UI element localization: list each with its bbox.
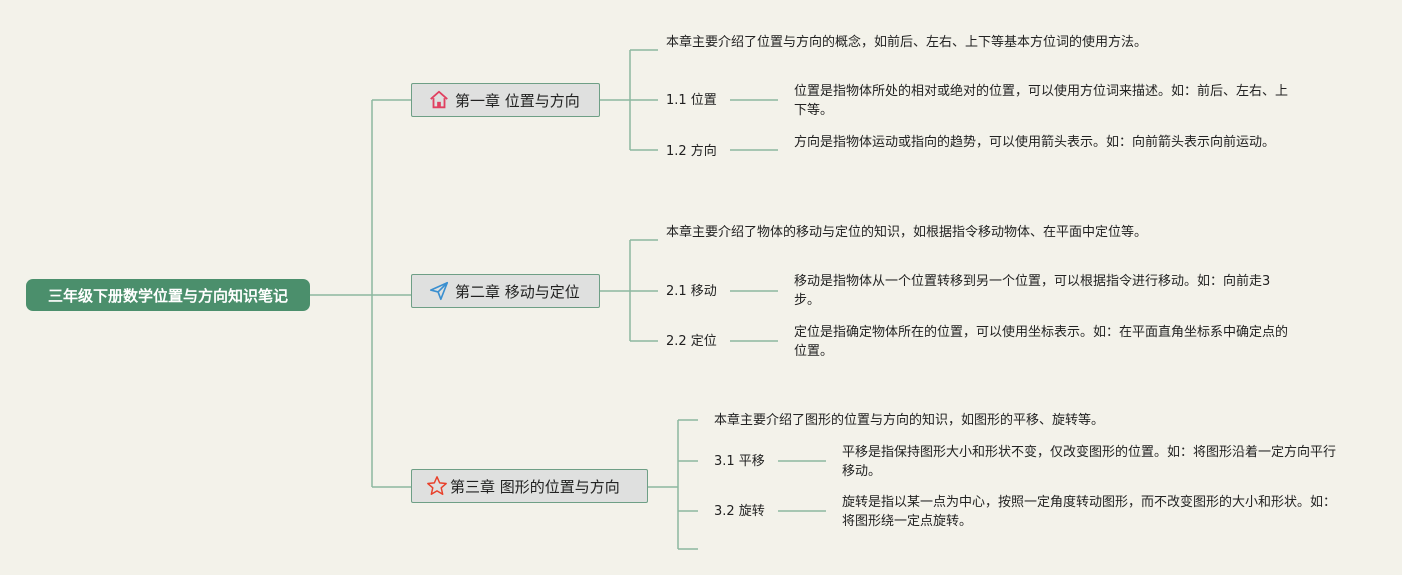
star-icon <box>426 475 448 497</box>
section-1-1-label[interactable]: 1.1 位置 <box>666 93 717 108</box>
chapter-2-title: 第二章 移动与定位 <box>455 282 580 301</box>
section-1-2-detail: 方向是指物体运动或指向的趋势，可以使用箭头表示。如：向前箭头表示向前运动。 <box>794 135 1276 150</box>
section-3-2-label[interactable]: 3.2 旋转 <box>714 504 765 519</box>
section-3-1-label[interactable]: 3.1 平移 <box>714 454 765 469</box>
section-3-1-detail: 平移是指保持图形大小和形状不变，仅改变图形的位置。如：将图形沿着一定方向平行移动… <box>842 445 1337 479</box>
chapter-3-node[interactable]: 第三章 图形的位置与方向 <box>411 469 648 503</box>
section-2-2-detail: 定位是指确定物体所在的位置，可以使用坐标表示。如：在平面直角坐标系中确定点的位置… <box>794 325 1289 359</box>
chapter-1-node[interactable]: 第一章 位置与方向 <box>411 83 600 117</box>
chapter-2-node[interactable]: 第二章 移动与定位 <box>411 274 600 308</box>
chapter-3-intro: 本章主要介绍了图形的位置与方向的知识，如图形的平移、旋转等。 <box>714 413 1105 428</box>
section-1-2-label[interactable]: 1.2 方向 <box>666 144 717 159</box>
section-1-1-detail: 位置是指物体所处的相对或绝对的位置，可以使用方位词来描述。如：前后、左右、上下等… <box>794 84 1289 118</box>
mindmap-root[interactable]: 三年级下册数学位置与方向知识笔记 <box>26 279 310 311</box>
section-3-2-detail: 旋转是指以某一点为中心，按照一定角度转动图形，而不改变图形的大小和形状。如：将图… <box>842 495 1337 529</box>
chapter-1-title: 第一章 位置与方向 <box>455 91 580 110</box>
chapter-3-title: 第三章 图形的位置与方向 <box>450 477 620 496</box>
section-2-1-detail: 移动是指物体从一个位置转移到另一个位置，可以根据指令进行移动。如：向前走3步。 <box>794 274 1271 308</box>
chapter-2-intro: 本章主要介绍了物体的移动与定位的知识，如根据指令移动物体、在平面中定位等。 <box>666 225 1148 240</box>
paper-plane-icon <box>428 280 450 302</box>
section-2-1-label[interactable]: 2.1 移动 <box>666 284 717 299</box>
chapter-1-intro: 本章主要介绍了位置与方向的概念，如前后、左右、上下等基本方位词的使用方法。 <box>666 35 1148 50</box>
home-icon <box>428 89 450 111</box>
section-2-2-label[interactable]: 2.2 定位 <box>666 334 717 349</box>
